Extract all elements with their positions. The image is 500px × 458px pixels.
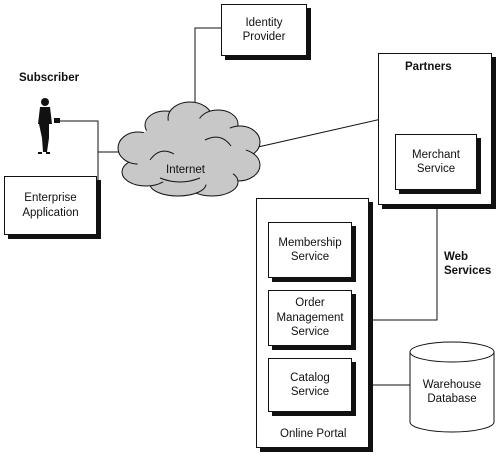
database-cylinder-icon xyxy=(409,341,495,433)
order-management-service-label: Order Management Service xyxy=(276,297,344,339)
enterprise-application-box: Enterprise Application xyxy=(4,176,97,235)
identity-provider-box: Identity Provider xyxy=(221,4,307,56)
person-icon xyxy=(38,98,60,154)
identity-provider-label: Identity Provider xyxy=(242,16,286,43)
subscriber-label: Subscriber xyxy=(19,72,80,84)
connector-merchant-order-management xyxy=(354,198,438,321)
catalog-service-box: Catalog Service xyxy=(268,358,352,412)
membership-service-label: Membership Service xyxy=(278,236,342,263)
order-management-service-box: Order Management Service xyxy=(268,290,352,346)
connector-identity-internet xyxy=(194,27,221,120)
merchant-service-label: Merchant Service xyxy=(412,148,460,175)
cloud-icon xyxy=(117,101,261,197)
membership-service-box: Membership Service xyxy=(268,222,352,278)
connector-subscriber-internet xyxy=(60,120,128,153)
partners-label: Partners xyxy=(405,61,452,73)
internet-label: Internet xyxy=(166,164,205,176)
catalog-service-label: Catalog Service xyxy=(290,371,330,398)
merchant-service-box: Merchant Service xyxy=(395,134,477,190)
online-portal-label: Online Portal xyxy=(280,428,347,440)
warehouse-database-label: Warehouse Database xyxy=(422,379,482,406)
enterprise-application-label: Enterprise Application xyxy=(22,192,79,219)
web-services-label: Web Services xyxy=(444,251,492,278)
